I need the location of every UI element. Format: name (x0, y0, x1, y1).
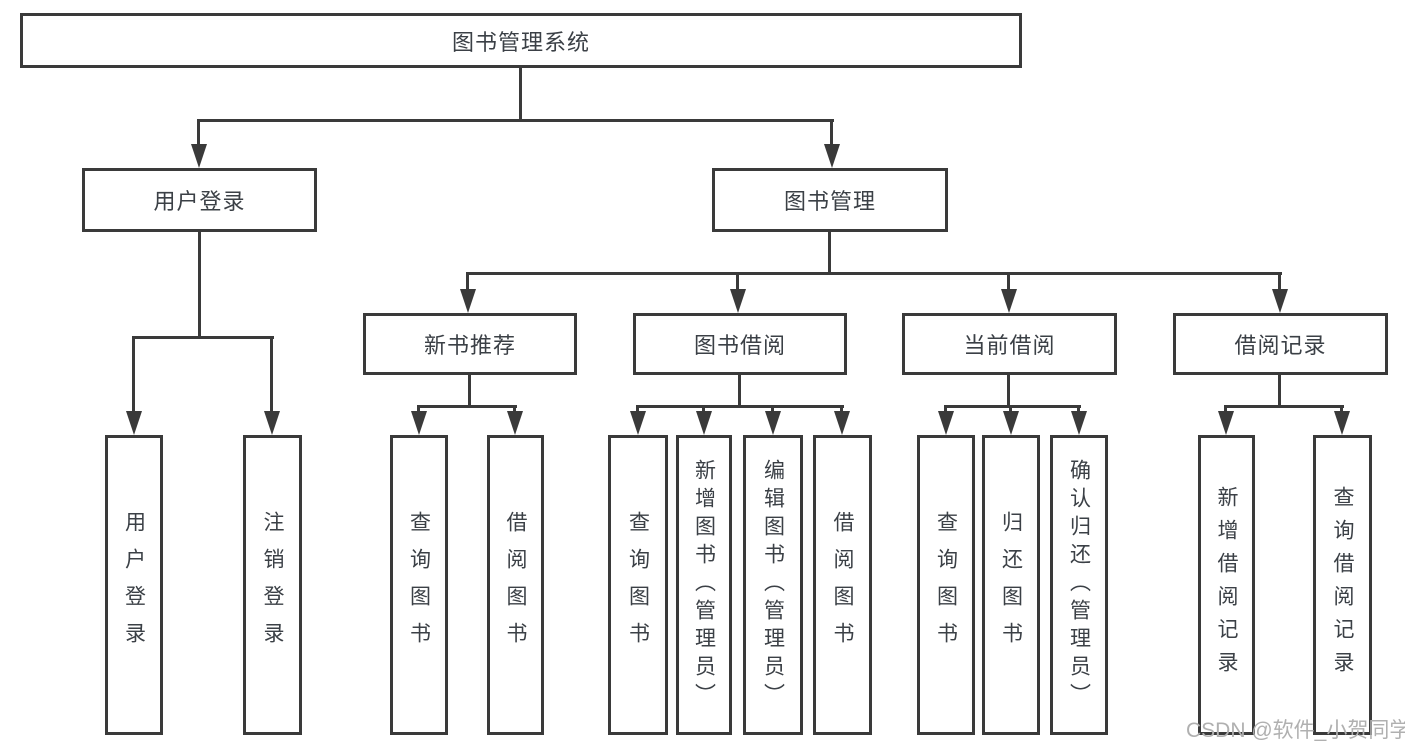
connector-line (133, 336, 274, 339)
node-return-books: 归还图书 (982, 435, 1040, 735)
connector-line (1007, 375, 1010, 408)
arrowhead-icon (1334, 411, 1350, 435)
connector-line (468, 375, 471, 408)
node-add-borrow-record-label: 新增借阅记录 (1215, 486, 1238, 684)
node-root-label: 图书管理系统 (451, 29, 590, 55)
arrowhead-icon (1272, 289, 1288, 313)
node-login-action: 用户登录 (105, 435, 163, 735)
node-borrowing-records-label: 借阅记录 (1234, 333, 1327, 358)
node-borrow-books: 借阅图书 (813, 435, 872, 735)
arrowhead-icon (1071, 411, 1087, 435)
connector-line (417, 405, 420, 415)
node-edit-books-admin-label: 编辑图书（管理员） (761, 459, 785, 711)
connector-line (1224, 405, 1344, 408)
connector-line (636, 405, 639, 415)
connector-line (1278, 375, 1281, 408)
connector-line (1009, 405, 1012, 415)
connector-line (944, 405, 947, 415)
node-current-borrowing: 当前借阅 (902, 313, 1117, 375)
node-query-books-recommend: 查询图书 (390, 435, 448, 735)
node-book-management: 图书管理 (712, 168, 948, 232)
arrowhead-icon (126, 411, 142, 435)
node-confirm-return-admin-label: 确认归还（管理员） (1067, 459, 1091, 711)
arrowhead-icon (938, 411, 954, 435)
node-confirm-return-admin: 确认归还（管理员） (1050, 435, 1108, 735)
connector-line (513, 405, 516, 415)
connector-line (636, 405, 844, 408)
node-borrow-books-recommend-label: 借阅图书 (504, 511, 527, 659)
arrowhead-icon (834, 411, 850, 435)
node-add-borrow-record: 新增借阅记录 (1198, 435, 1255, 735)
node-query-books-recommend-label: 查询图书 (407, 511, 431, 659)
arrowhead-icon (696, 411, 712, 435)
arrowhead-icon (264, 411, 280, 435)
arrowhead-icon (765, 411, 781, 435)
node-query-books-borrow-label: 查询图书 (626, 511, 650, 659)
connector-line (466, 272, 1282, 275)
node-book-borrowing: 图书借阅 (633, 313, 847, 375)
connector-line (132, 336, 135, 416)
connector-line (944, 405, 1081, 408)
node-user-login: 用户登录 (82, 168, 317, 232)
node-login-action-label: 用户登录 (122, 511, 146, 659)
node-add-books-admin: 新增图书（管理员） (676, 435, 732, 735)
arrowhead-icon (507, 411, 523, 435)
node-new-book-recommend-label: 新书推荐 (423, 333, 516, 358)
node-user-login-label: 用户登录 (153, 189, 246, 214)
connector-line (197, 119, 200, 148)
connector-line (738, 375, 741, 408)
node-borrowing-records: 借阅记录 (1173, 313, 1388, 375)
node-query-books-borrow: 查询图书 (608, 435, 668, 735)
arrowhead-icon (1003, 411, 1019, 435)
node-query-borrow-record-label: 查询借阅记录 (1331, 486, 1354, 684)
node-logout-action-label: 注销登录 (261, 511, 284, 659)
connector-line (417, 405, 517, 408)
connector-line (830, 119, 833, 148)
connector-line (1340, 405, 1343, 415)
node-new-book-recommend: 新书推荐 (363, 313, 577, 375)
node-root: 图书管理系统 (20, 13, 1022, 68)
node-edit-books-admin: 编辑图书（管理员） (743, 435, 803, 735)
arrowhead-icon (411, 411, 427, 435)
connector-line (1077, 405, 1080, 415)
arrowhead-icon (824, 144, 840, 168)
arrowhead-icon (1001, 289, 1017, 313)
watermark-text: CSDN @软件_小贺同学 (1186, 719, 1405, 742)
connector-line (519, 68, 522, 121)
node-query-books-current-label: 查询图书 (934, 511, 958, 659)
node-book-borrowing-label: 图书借阅 (693, 333, 786, 358)
node-current-borrowing-label: 当前借阅 (963, 333, 1056, 358)
node-add-books-admin-label: 新增图书（管理员） (692, 459, 716, 711)
arrowhead-icon (630, 411, 646, 435)
node-borrow-books-label: 借阅图书 (831, 511, 854, 659)
node-book-management-label: 图书管理 (783, 189, 876, 214)
connector-line (466, 272, 469, 292)
node-borrow-books-recommend: 借阅图书 (487, 435, 544, 735)
connector-line (1278, 272, 1281, 292)
node-logout-action: 注销登录 (243, 435, 302, 735)
connector-line (702, 405, 705, 415)
connector-line (1224, 405, 1227, 415)
connector-line (736, 272, 739, 292)
connector-line (197, 119, 834, 122)
connector-line (1007, 272, 1010, 292)
connector-line (198, 232, 201, 339)
connector-line (270, 336, 273, 416)
connector-line (771, 405, 774, 415)
arrowhead-icon (1218, 411, 1234, 435)
arrowhead-icon (460, 289, 476, 313)
connector-line (840, 405, 843, 415)
node-query-books-current: 查询图书 (917, 435, 975, 735)
connector-line (828, 232, 831, 275)
arrowhead-icon (730, 289, 746, 313)
arrowhead-icon (191, 144, 207, 168)
node-query-borrow-record: 查询借阅记录 (1313, 435, 1372, 735)
node-return-books-label: 归还图书 (999, 511, 1023, 659)
